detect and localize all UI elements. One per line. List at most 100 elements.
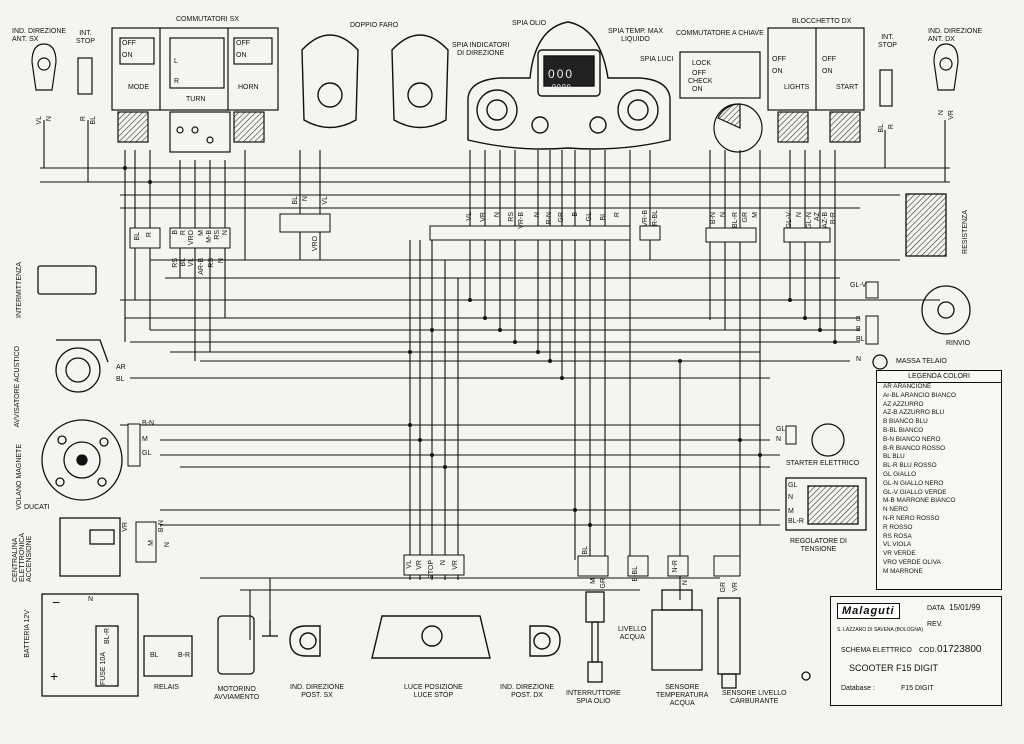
switch-start-label: START	[836, 84, 859, 91]
wire-code: BL	[90, 116, 97, 125]
wire-code: N	[218, 258, 225, 264]
wire-code: B-N	[158, 520, 165, 533]
legend-row: RS ROSA	[883, 532, 912, 540]
legend-row: GL GIALLO	[883, 470, 917, 478]
wire-code: N	[534, 212, 541, 218]
legend-row: AR ARANCIONE	[883, 383, 932, 390]
wire-code: N	[494, 212, 501, 218]
wire-code: BL-R	[788, 518, 804, 525]
wire-code: B	[572, 212, 579, 217]
legend-row: GL-V GIALLO VERDE	[883, 488, 947, 496]
wire-code: AR-B	[198, 258, 205, 275]
wire-code: BL	[292, 196, 299, 205]
wire-code: BL	[878, 124, 885, 133]
wire-code: VR	[122, 522, 129, 532]
wire-code: N-R	[672, 560, 679, 573]
massa-telaio-label: MASSA TELAIO	[896, 358, 947, 365]
switch-on-label: ON	[122, 52, 133, 59]
ind-dir-ant-dx-label: IND. DIREZIONE ANT. DX	[928, 28, 983, 43]
ind-post-sx-label: IND. DIREZIONE POST. SX	[290, 684, 345, 699]
wire-code: RS	[508, 212, 515, 222]
int-stop-right-label: INT. STOP	[878, 34, 897, 49]
wire-code: M	[752, 212, 759, 218]
wire-code: VL	[322, 196, 329, 205]
wire-code: BL	[180, 258, 187, 267]
legend-row: N-R NERO ROSSO	[883, 514, 940, 522]
wire-code: N	[720, 212, 727, 218]
database-value: F15 DIGIT	[901, 685, 934, 692]
resistenza-label: RESISTENZA	[962, 210, 969, 254]
wire-code: B-R	[178, 652, 191, 659]
wire-code: AR	[116, 364, 126, 371]
legend-row: R ROSSO	[883, 523, 913, 531]
key-off-label: OFF	[692, 70, 706, 77]
legend-row: N NERO	[883, 506, 908, 514]
wire-code: BL	[600, 212, 607, 221]
legend-row: M-B MARRONE BIANCO	[883, 497, 956, 505]
starter-label: STARTER ELETTRICO	[786, 460, 860, 467]
wire-code: R-N	[546, 212, 553, 225]
dx-start-on-label: ON	[822, 68, 833, 75]
wire-code: GR	[558, 212, 565, 223]
wire-code: M-B	[206, 230, 213, 243]
commutatore-chiave-heading: COMMUTATORE A CHIAVE	[676, 30, 764, 37]
wire-code: VRO	[188, 230, 195, 246]
wire-code: RS	[172, 258, 179, 268]
ducati-label: DUCATI	[24, 504, 50, 511]
switch-horn-label: HORN	[238, 84, 259, 91]
spia-indicatori-heading: SPIA INDICATORI DI DIREZIONE	[452, 42, 510, 57]
wire-code: BL	[856, 336, 865, 343]
legend-row: B BIANCO BLU	[883, 418, 928, 426]
battery-plus: +	[50, 668, 59, 684]
switch-off-label: OFF	[122, 40, 136, 47]
wire-code: N	[46, 116, 53, 122]
wire-code: N	[796, 212, 803, 218]
wire-code: R	[146, 232, 153, 238]
wire-code: VR-B	[642, 210, 649, 227]
wire-code: VL	[466, 212, 473, 221]
switch-on-horn-label: ON	[236, 52, 247, 59]
wire-code: N	[222, 230, 229, 236]
wire-code: BL	[134, 232, 141, 241]
legend-row: B-R BIANCO ROSSO	[883, 444, 946, 452]
wire-code: VL	[188, 258, 195, 267]
model-name: SCOOTER F15 DIGIT	[849, 663, 939, 673]
wire-code: N	[682, 580, 689, 586]
key-on-label: ON	[692, 86, 703, 93]
dx-on-label: ON	[772, 68, 783, 75]
wire-code: B-BL	[632, 566, 639, 582]
wire-code: GL-N	[806, 212, 813, 229]
relais-label: RELAIS	[154, 684, 179, 691]
legend-row: Ar-BL ARANCIO BIANCO	[883, 391, 956, 399]
legend-row: VL VIOLA	[883, 541, 912, 549]
batteria-label: BATTERIA 12V	[24, 610, 31, 658]
malaguti-logo: Malaguti	[837, 603, 900, 619]
wire-code: AZ	[814, 212, 821, 221]
switch-l-label: L	[174, 58, 178, 65]
wire-code: M	[198, 230, 205, 236]
legend-row: VRO VERDE OLIVA	[883, 558, 941, 566]
legend-row: VR VERDE	[883, 550, 916, 558]
wire-code: AZ-B	[822, 212, 829, 228]
wire-code: N	[302, 196, 309, 202]
wire-code: RS	[208, 258, 215, 268]
legend-rows: AR ARANCIONE Ar-BL ARANCIO BIANCO AZ AZZ…	[877, 383, 1001, 577]
wire-code: BL	[150, 652, 159, 659]
wire-code: B-N	[142, 420, 155, 427]
wire-code: B	[856, 316, 861, 323]
wire-code: GL-V	[850, 282, 867, 289]
wire-code: M	[590, 578, 597, 584]
odometer-display: 0000	[552, 84, 572, 91]
data-label: DATA	[927, 605, 945, 612]
wire-code: GL	[776, 426, 786, 433]
wire-code: R	[614, 212, 621, 218]
wire-code: N	[788, 494, 794, 501]
spia-olio-heading: SPIA OLIO	[512, 20, 547, 27]
wire-code: GR	[742, 212, 749, 223]
wire-code: VL	[406, 560, 413, 569]
wire-code: N	[938, 110, 945, 116]
wire-code: VR	[732, 582, 739, 592]
wire-code: R	[180, 230, 187, 236]
legend-title: LEGENDA COLORI	[877, 371, 1001, 383]
spia-temp-heading: SPIA TEMP. MAX LIQUIDO	[608, 28, 663, 43]
